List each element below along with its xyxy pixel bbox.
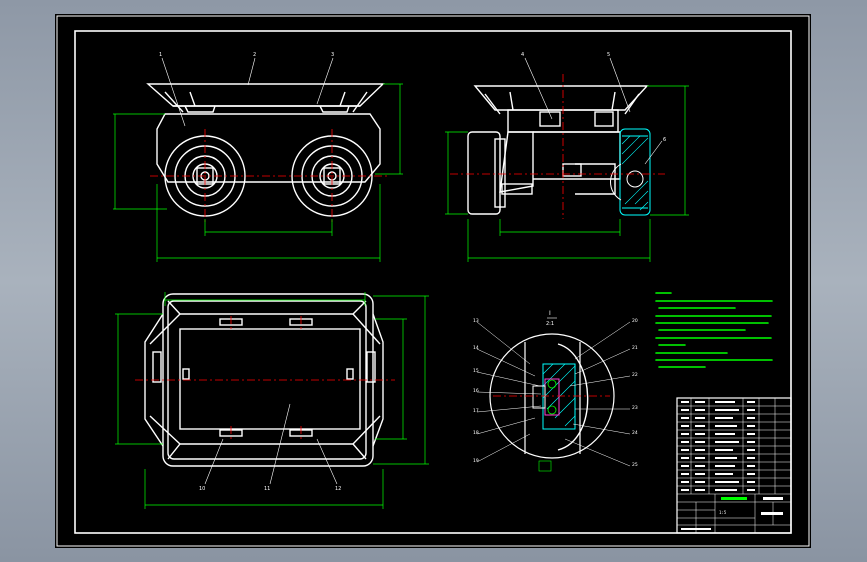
outer-frame (56, 15, 810, 547)
balloon-14: 14 (473, 345, 479, 351)
balloon-17: 17 (473, 408, 479, 414)
balloon-25: 25 (632, 462, 638, 468)
cad-viewport[interactable]: 1 2 3 (55, 14, 811, 548)
balloon-11: 11 (264, 486, 270, 492)
weld-symbol (538, 460, 552, 472)
balloon-13: 13 (473, 318, 479, 324)
detail-label: I (549, 310, 551, 317)
front-leaders (161, 57, 334, 127)
balloon-19: 19 (473, 458, 479, 464)
drawing-sheet: 1 2 3 (56, 15, 810, 547)
balloon-3: 3 (331, 52, 334, 58)
balloon-6: 6 (663, 137, 666, 143)
top-dimensions (115, 292, 429, 509)
balloon-10: 10 (199, 486, 205, 492)
balloon-23: 23 (632, 405, 638, 411)
title-block[interactable]: 1:5 (676, 397, 792, 534)
top-view[interactable] (144, 293, 384, 467)
title-block-scale: 1:5 (719, 510, 727, 515)
balloon-24: 24 (632, 430, 638, 436)
balloon-4: 4 (521, 52, 524, 58)
side-leaders (524, 57, 663, 165)
balloon-21: 21 (632, 345, 638, 351)
balloon-2: 2 (253, 52, 256, 58)
detail-view[interactable]: I 2:1 (476, 310, 631, 467)
front-balloon-labels: 1 2 3 (159, 52, 334, 58)
balloon-12: 12 (335, 486, 341, 492)
front-centerlines (150, 129, 390, 224)
balloon-1: 1 (159, 52, 162, 58)
side-dimensions (445, 85, 689, 262)
detail-scale: 2:1 (546, 321, 554, 327)
inner-frame (74, 30, 792, 534)
balloon-15: 15 (473, 368, 479, 374)
side-view[interactable] (467, 85, 649, 215)
balloon-18: 18 (473, 430, 479, 436)
top-balloon-labels: 10 11 12 (199, 486, 341, 492)
balloon-5: 5 (607, 52, 610, 58)
top-centerlines (135, 316, 395, 440)
front-view[interactable] (146, 83, 385, 217)
top-leaders (204, 403, 338, 485)
balloon-20: 20 (632, 318, 638, 324)
side-centerlines (450, 74, 665, 219)
detail-balloon-labels: 13 14 15 16 17 18 19 20 21 22 23 24 25 (473, 318, 638, 468)
balloon-22: 22 (632, 372, 638, 378)
front-dimensions (113, 83, 403, 262)
side-wheel-section (610, 128, 651, 216)
balloon-16: 16 (473, 388, 479, 394)
side-balloon-labels: 4 5 6 (521, 52, 666, 143)
technical-notes (655, 292, 773, 368)
